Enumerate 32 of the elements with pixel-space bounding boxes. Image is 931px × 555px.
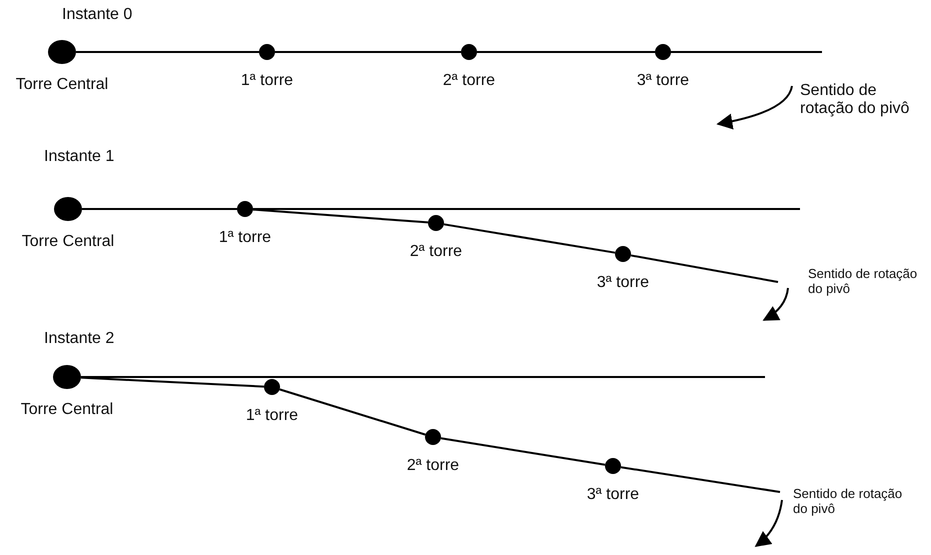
pivot-line — [81, 376, 765, 378]
tower-label: 1ª torre — [240, 72, 294, 90]
rotation-note: Sentido de rotação do pivô — [793, 486, 903, 516]
tower-label: Torre Central — [22, 233, 114, 251]
pivot-line — [253, 208, 800, 210]
pivot-line — [76, 51, 259, 53]
tower-label: 1ª torre — [246, 407, 298, 425]
instant-title: Instante 2 — [44, 330, 114, 348]
rotation-note: Sentido de rotação do pivô — [808, 266, 918, 296]
tower-label: 3ª torre — [636, 72, 690, 90]
tower-label: 2ª torre — [410, 243, 462, 261]
tower-label: 3ª torre — [596, 274, 650, 292]
pivot-line — [620, 466, 780, 493]
tower-label: 2ª torre — [406, 457, 460, 475]
tower-label: 2ª torre — [442, 72, 496, 90]
tower-label: 1ª torre — [218, 229, 272, 247]
tower-label: 3ª torre — [586, 486, 640, 504]
instant-title: Instante 0 — [62, 6, 132, 24]
pivot-line — [440, 437, 606, 466]
pivot-line — [275, 51, 461, 53]
pivot-line — [671, 51, 822, 53]
rotation-note: Sentido de rotação do pivô — [800, 82, 910, 118]
pivot-line — [252, 208, 428, 224]
pivot-line — [444, 223, 616, 254]
pivot-line — [630, 254, 778, 283]
tower-label: Torre Central — [16, 76, 108, 94]
tower-label: Torre Central — [20, 401, 114, 419]
pivot-line — [80, 376, 264, 388]
pivot-line — [477, 51, 655, 53]
pivot-line — [279, 388, 426, 436]
instant-title: Instante 1 — [44, 148, 114, 166]
pivot-line — [82, 208, 237, 210]
